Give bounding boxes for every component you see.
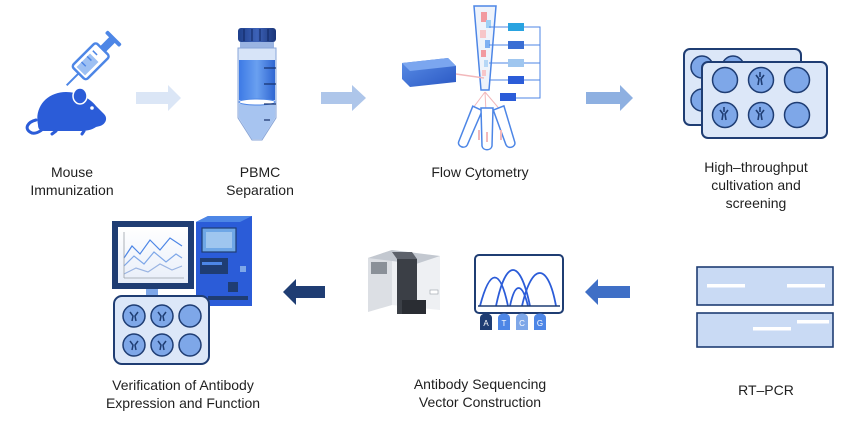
arrow-4 <box>585 279 630 305</box>
gel-electrophoresis-icon <box>696 266 834 348</box>
base-t: T <box>502 319 507 328</box>
arrow-2 <box>321 85 366 111</box>
flow-cytometer-icon <box>402 5 541 151</box>
arrow-1 <box>136 85 181 111</box>
arrow-5 <box>283 279 325 305</box>
label-flow-cytometry: Flow Cytometry <box>431 164 529 180</box>
antibody-cells-icon <box>719 72 765 121</box>
base-a: A <box>483 319 489 328</box>
arrow-3 <box>586 85 633 111</box>
well-plate-icon <box>683 48 828 139</box>
instrument-tower-icon <box>196 216 252 306</box>
centrifuge-tube-icon <box>237 28 277 141</box>
monitor-chart-icon <box>112 221 194 299</box>
mouse-syringe-icon <box>25 30 122 136</box>
dna-base-icons: A T C G <box>480 313 546 330</box>
base-c: C <box>519 319 525 328</box>
sequencer-chromatogram-icon: A T C G <box>368 250 564 330</box>
base-g: G <box>537 319 543 328</box>
sequencer-machine-icon <box>368 250 440 314</box>
analyzer-workstation-icon <box>112 216 252 365</box>
label-rt-pcr: RT–PCR <box>738 382 794 398</box>
